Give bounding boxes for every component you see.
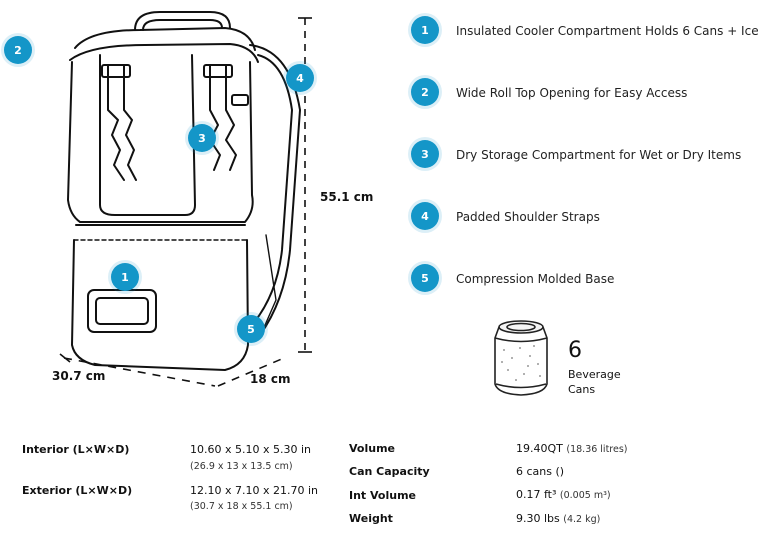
feature-text-5: Compression Molded Base [456,272,615,286]
spec-sub-exterior: (30.7 x 18 x 55.1 cm) [190,501,293,512]
spec-value-can-capacity: 6 cans () [516,465,565,478]
spec-value-volume: 19.40QT (18.36 litres) [516,442,628,455]
feature-text-4: Padded Shoulder Straps [456,210,600,224]
can-count: 6 [568,338,582,363]
can-label-line1: Beverage [568,368,621,381]
feature-text-1: Insulated Cooler Compartment Holds 6 Can… [456,24,759,38]
spec-value-weight: 9.30 lbs (4.2 kg) [516,512,601,525]
spec-label-int-volume: Int Volume [349,489,417,502]
callout-badge-1: 1 [111,263,139,291]
spec-label-weight: Weight [349,512,393,525]
spec-label-interior: Interior (L×W×D) [22,443,130,456]
feature-badge-4: 4 [411,202,439,230]
spec-value-int-volume: 0.17 ft³ (0.005 m³) [516,488,611,501]
spec-sub-volume: (18.36 litres) [566,444,628,455]
feature-badge-3: 3 [411,140,439,168]
feature-text-3: Dry Storage Compartment for Wet or Dry I… [456,148,742,162]
spec-value-interior: 10.60 x 5.10 x 5.30 in [190,443,312,456]
feature-badge-5: 5 [411,264,439,292]
height-dimension-label: 55.1 cm [320,190,374,204]
callout-badge-4: 4 [286,64,314,92]
feature-text-2: Wide Roll Top Opening for Easy Access [456,86,688,100]
spec-sub-interior: (26.9 x 13 x 13.5 cm) [190,461,293,472]
feature-badge-2: 2 [411,78,439,106]
spec-sub-int-volume: (0.005 m³) [559,490,611,501]
spec-value-exterior: 12.10 x 7.10 x 21.70 in [190,484,319,497]
callout-badge-5: 5 [237,315,265,343]
spec-label-exterior: Exterior (L×W×D) [22,484,133,497]
callout-badge-3: 3 [188,124,216,152]
spec-sub-weight: (4.2 kg) [563,514,601,525]
spec-label-can-capacity: Can Capacity [349,465,430,478]
feature-badge-1: 1 [411,16,439,44]
callout-badge-2: 2 [4,36,32,64]
backpack-illustration [59,11,312,387]
depth-dimension-label: 18 cm [250,372,291,386]
spec-label-volume: Volume [349,442,395,455]
width-dimension-label: 30.7 cm [52,369,106,383]
beverage-can-icon [494,320,548,396]
can-label-line2: Cans [568,383,596,396]
